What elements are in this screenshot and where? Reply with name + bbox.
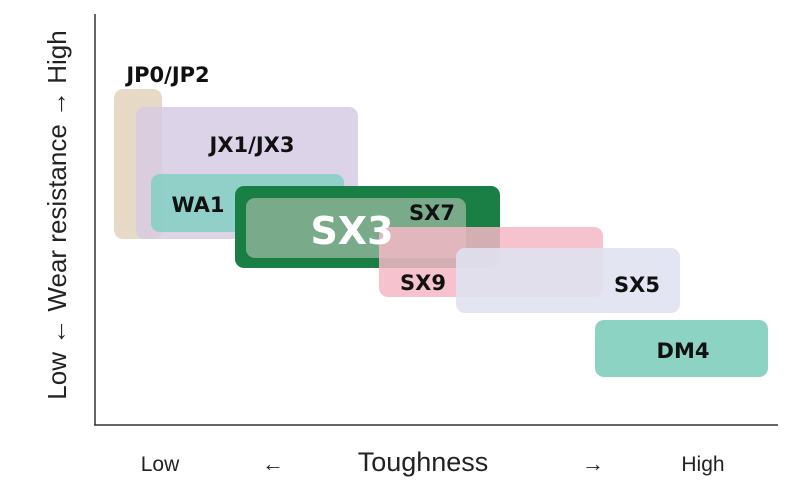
label-dm4: DM4 [657,339,710,363]
region-sx5 [456,248,680,313]
x-axis-title: Toughness [358,447,489,477]
label-sx3: SX3 [310,209,393,253]
x-axis-left-arrow: ← [262,451,284,476]
x-axis-high-label: High [681,453,724,476]
label-sx7: SX7 [409,201,455,225]
label-jx1-jx3: JX1/JX3 [208,133,295,157]
label-sx5: SX5 [614,273,660,297]
label-sx9: SX9 [400,271,446,295]
x-axis-low-label: Low [141,453,180,476]
region-dm4 [595,320,768,377]
label-jp0-jp2: JP0/JP2 [124,63,209,87]
x-axis-right-arrow: → [582,451,604,476]
label-wa1: WA1 [171,193,224,217]
grade-regions [114,89,768,377]
y-axis-label: Low ← Wear resistance → High [42,30,72,399]
